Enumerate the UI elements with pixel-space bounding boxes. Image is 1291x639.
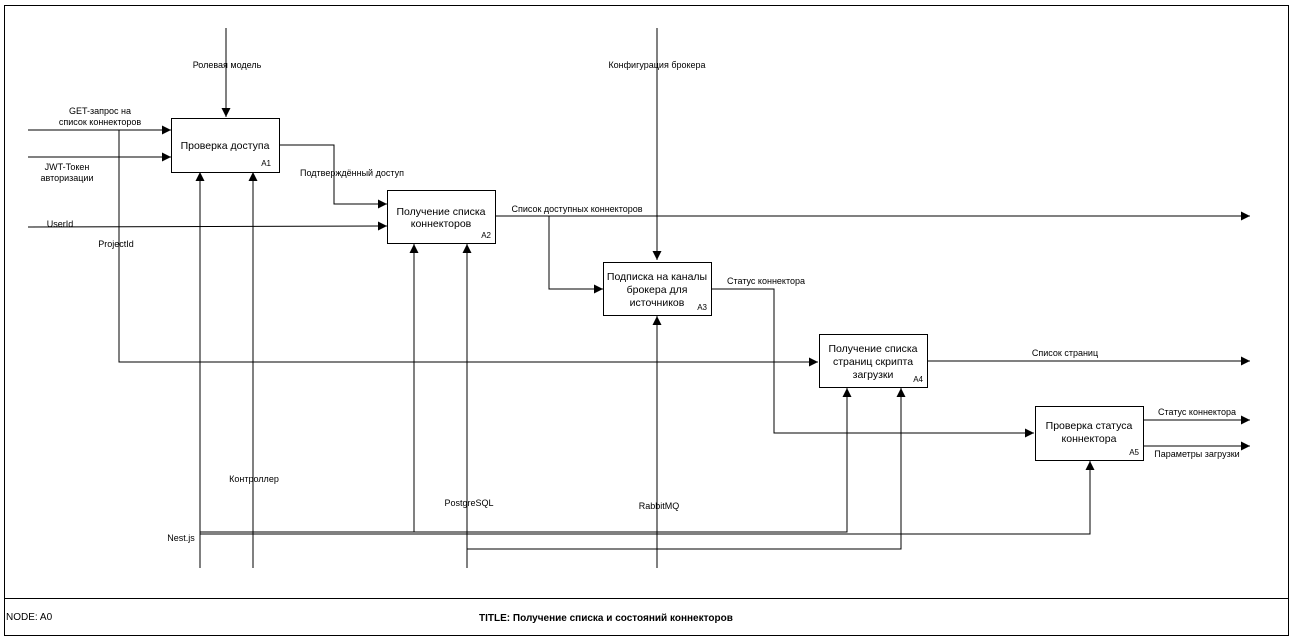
box-a4-line-1: Получение списка: [829, 343, 918, 355]
function-box-a3[interactable]: Подписка на каналы брокера для источнико…: [603, 262, 712, 316]
label-connector-status-out: Статус коннектора: [1158, 407, 1236, 417]
box-a2-line-2: коннекторов: [411, 218, 472, 230]
nestjs-bus: [200, 244, 419, 533]
arrows: [27, 28, 1250, 568]
function-box-a2[interactable]: Получение списка коннекторов A2: [387, 190, 496, 244]
projectid-arrow: [118, 130, 818, 367]
label-load-params: Параметры загрузки: [1154, 449, 1239, 459]
box-a2-line-1: Получение списка: [397, 206, 486, 218]
label-confirmed-access: Подтверждённый доступ: [300, 168, 404, 178]
box-a4-line-3: загрузки: [853, 369, 894, 381]
box-a1-number: A1: [261, 159, 271, 168]
box-a4-line-2: страниц скрипта: [833, 356, 913, 368]
function-box-a1[interactable]: Проверка доступа A1: [171, 118, 280, 173]
function-box-a5[interactable]: Проверка статуса коннектора A5: [1035, 406, 1144, 461]
label-role-model: Ролевая модель: [193, 60, 262, 70]
a2-to-a3-arrow: [548, 216, 603, 294]
label-available-connectors: Список доступных коннекторов: [511, 204, 642, 214]
box-a4-number: A4: [913, 375, 923, 384]
box-a5-line-1: Проверка статуса: [1046, 420, 1133, 432]
label-nestjs: Nest.js: [167, 533, 195, 543]
arrow-labels: Ролевая модель Конфигурация брокера GET-…: [41, 60, 1240, 543]
label-pages-list: Список страниц: [1032, 348, 1098, 358]
box-a2-number: A2: [481, 231, 491, 240]
box-a3-line-1: Подписка на каналы: [607, 271, 707, 283]
box-a5-number: A5: [1129, 448, 1139, 457]
label-get-request-1: GET-запрос на: [69, 106, 131, 116]
label-postgresql: PostgreSQL: [444, 498, 493, 508]
label-jwt-1: JWT-Токен: [45, 162, 90, 172]
userid-arrow: [27, 221, 388, 231]
box-a1-title: Проверка доступа: [181, 140, 270, 152]
label-userid: UserId: [47, 219, 74, 229]
label-rabbitmq: RabbitMQ: [639, 501, 680, 511]
footer-node: NODE: A0: [6, 612, 53, 623]
label-broker-config: Конфигурация брокера: [608, 60, 705, 70]
footer-title-prefix: TITLE:: [479, 613, 510, 624]
postgresql-to-a4-arrow: [467, 388, 906, 550]
box-a3-number: A3: [697, 303, 707, 312]
box-a3-line-2: брокера для: [627, 284, 688, 296]
connector-status-a3-arrow: [712, 288, 1034, 438]
label-connector-status-a3: Статус коннектора: [727, 276, 805, 286]
label-get-request-2: список коннекторов: [59, 117, 142, 127]
confirmed-access-arrow: [279, 144, 387, 209]
footer-title-text: Получение списка и состояний коннекторов: [513, 613, 733, 624]
box-a3-line-3: источников: [630, 297, 685, 309]
label-controller: Контроллер: [229, 474, 279, 484]
function-box-a4[interactable]: Получение списка страниц скрипта загрузк…: [819, 334, 928, 388]
label-jwt-2: авторизации: [41, 173, 94, 183]
nestjs-to-a5: [200, 461, 1095, 535]
box-a5-line-2: коннектора: [1062, 433, 1117, 445]
footer-title: TITLE: Получение списка и состояний конн…: [479, 613, 733, 624]
nestjs-to-a4: [200, 388, 852, 533]
label-projectid: ProjectId: [98, 239, 134, 249]
diagram-frame: [4, 5, 1289, 636]
